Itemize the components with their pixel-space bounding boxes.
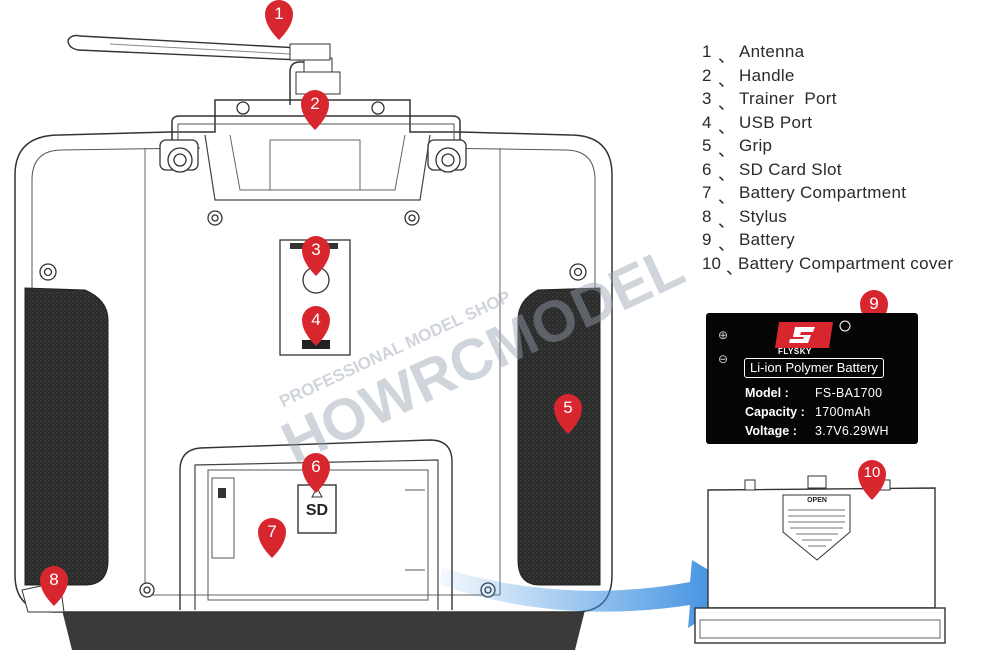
marker-label-2: 2 <box>310 94 320 113</box>
marker-label-1: 1 <box>274 4 284 23</box>
legend: 1、Antenna 2、Handle 3、Trainer Port 4、USB … <box>702 42 998 278</box>
battery-voltage-label: Voltage : <box>745 424 797 438</box>
left-grip <box>24 287 109 586</box>
antenna <box>67 34 341 105</box>
battery-compartment <box>179 439 453 610</box>
battery-type: Li-ion Polymer Battery <box>744 358 884 378</box>
marker-7 <box>258 518 286 558</box>
sd-card-label: SD <box>305 502 329 519</box>
right-grip <box>517 287 601 586</box>
legend-item: 8、Stylus <box>702 206 788 231</box>
battery-capacity-label: Capacity : <box>745 405 805 419</box>
marker-1 <box>265 0 293 40</box>
battery-cover <box>694 475 946 644</box>
marker-2 <box>301 90 329 130</box>
legend-item: 1、Antenna <box>702 42 805 66</box>
marker-5 <box>554 394 582 434</box>
marker-label-9: 9 <box>869 294 879 313</box>
cover-open-label: OPEN <box>807 497 827 504</box>
marker-label-10: 10 <box>863 464 881 481</box>
marker-label-7: 7 <box>267 522 277 541</box>
marker-label-6: 6 <box>311 457 321 476</box>
marker-label-8: 8 <box>49 570 59 589</box>
marker-label-3: 3 <box>311 240 321 259</box>
marker-label-4: 4 <box>311 310 321 329</box>
battery-model-value: FS-BA1700 <box>815 386 883 400</box>
legend-item: 5、Grip <box>702 136 773 160</box>
red-markers <box>40 0 888 606</box>
legend-item: 4、USB Port <box>702 112 813 137</box>
legend-item: 9、Battery <box>702 230 795 254</box>
marker-10 <box>858 460 886 500</box>
legend-item: 2、Handle <box>702 65 795 90</box>
battery-minus-icon: ⊖ <box>718 352 729 366</box>
transmitter-base <box>62 610 585 650</box>
marker-6 <box>302 453 330 493</box>
legend-item: 6、SD Card Slot <box>702 159 842 184</box>
battery-capacity-value: 1700mAh <box>815 405 871 419</box>
battery-model-label: Model : <box>745 386 789 400</box>
legend-item: 3、Trainer Port <box>702 89 837 113</box>
battery-logo-text: FLYSKY <box>778 347 812 356</box>
marker-4 <box>302 306 330 346</box>
legend-item: 10、Battery Compartment cover <box>702 253 954 278</box>
legend-item: 7、Battery Compartment <box>702 183 907 207</box>
battery-plus-icon: ⊕ <box>718 328 729 342</box>
marker-8 <box>40 566 68 606</box>
marker-label-5: 5 <box>563 398 573 417</box>
marker-3 <box>302 236 330 276</box>
direction-arrow <box>440 560 745 628</box>
battery-voltage-value: 3.7V6.29WH <box>815 424 889 438</box>
flysky-logo <box>775 320 851 348</box>
